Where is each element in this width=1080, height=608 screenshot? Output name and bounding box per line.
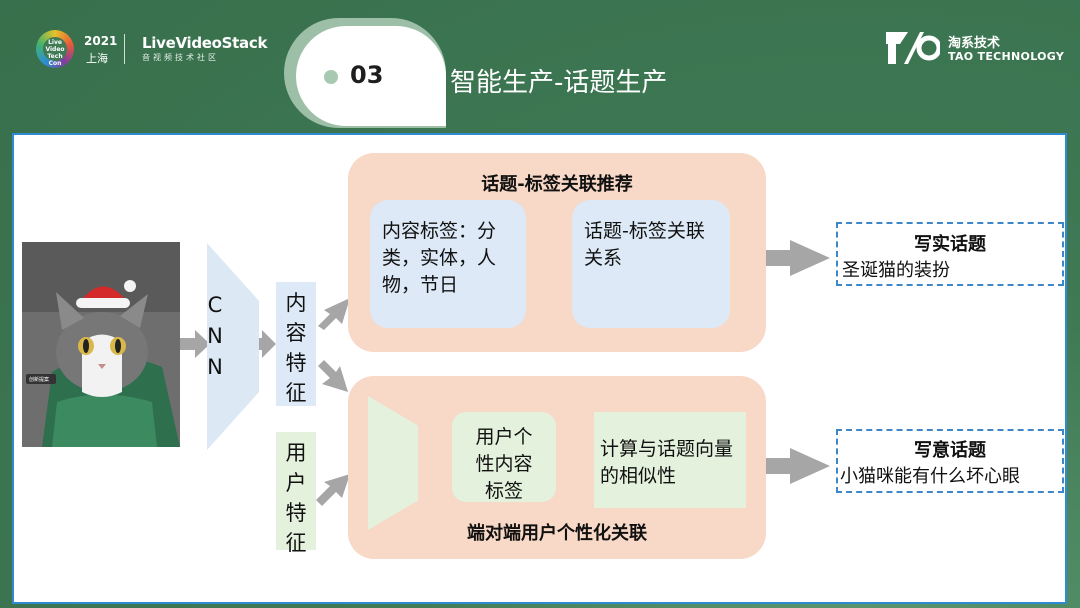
event-city: 上海 (86, 52, 108, 65)
page-title: 智能生产-话题生产 (450, 68, 668, 98)
header-divider (124, 34, 125, 64)
company-name-en: TAO TECHNOLOGY (948, 50, 1065, 63)
event-logo-text: Live Video Tech Con (45, 39, 65, 67)
cnn-label: C N N (204, 290, 226, 383)
cnn-letter: N (207, 355, 223, 379)
cnn-letter: C (207, 293, 223, 317)
arrow-cnn-to-content (258, 330, 276, 358)
user-tags-card: 用户个性内容标签 (452, 412, 556, 502)
arrow-top-to-output1 (764, 240, 830, 276)
event-year: 2021 (84, 34, 118, 48)
output-title: 写实话题 (914, 234, 986, 255)
output-realistic-topic (836, 222, 1064, 286)
arrow-bottom-to-output2 (764, 448, 830, 484)
topic-tag-relation-card: 话题-标签关联关系 (572, 200, 730, 328)
content-feature-box: 内容特征 (276, 282, 316, 406)
photo-caption: 创新提案 (29, 377, 50, 383)
section-tab (296, 26, 446, 126)
cnn-letter: N (207, 324, 223, 348)
topic-tag-group-title: 话题-标签关联推荐 (481, 174, 633, 195)
cat-photo: 创新提案 (22, 242, 180, 447)
brand-logo: LiveVideoStack (142, 34, 268, 52)
user-feature-box: 用户特征 (276, 432, 316, 555)
event-logo: Live Video Tech Con (36, 30, 74, 68)
output-title: 写意话题 (914, 440, 986, 461)
arrow-content-to-bottom (318, 360, 348, 392)
similarity-card: 计算与话题向量的相似性 (594, 412, 746, 508)
content-tags-card: 内容标签：分类，实体，人物，节日 (370, 200, 526, 328)
brand-subtitle: 音视频技术社区 (142, 53, 219, 62)
output-text: 圣诞猫的装扮 (842, 260, 950, 281)
company-name-cn: 淘系技术 (948, 36, 1001, 51)
section-number: 03 (350, 61, 384, 89)
arrow-user-to-bottom (316, 474, 350, 506)
personalization-group-title: 端对端用户个性化关联 (467, 523, 647, 544)
output-expressive-topic (836, 429, 1064, 493)
tao-logo-icon (886, 32, 940, 64)
cat-illustration (22, 242, 180, 447)
section-dot-icon (324, 70, 338, 84)
output-text: 小猫咪能有什么坏心眼 (840, 466, 1020, 487)
arrow-content-to-top (318, 298, 350, 330)
arrow-photo-to-cnn (180, 330, 210, 358)
